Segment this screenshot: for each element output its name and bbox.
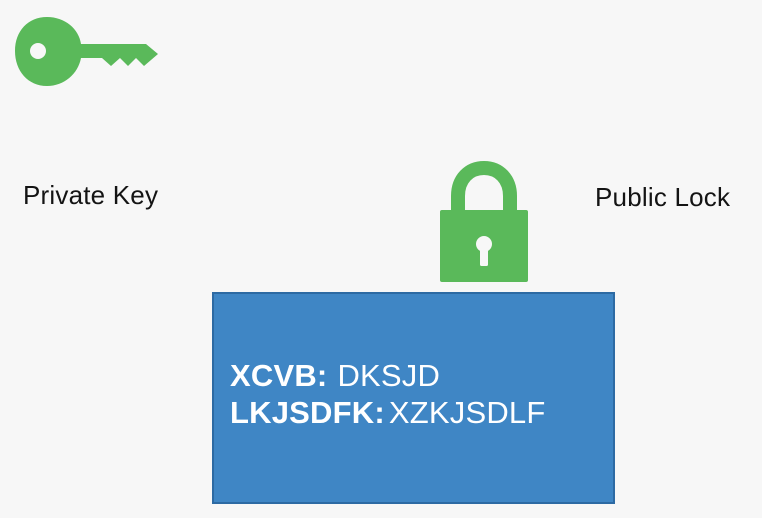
public-lock-label: Public Lock [595,182,731,212]
message-value: XZKJSDLF [388,394,546,430]
lock-icon [440,160,528,282]
message-line: LKJSDFK:XZKJSDLF [230,395,546,432]
private-key-label: Private Key [23,180,159,210]
message-lines: XCVB: DKSJD LKJSDFK:XZKJSDLF [230,358,546,431]
message-value: DKSJD [337,358,441,393]
message-line: XCVB: DKSJD [230,358,546,395]
key-icon [15,17,158,86]
encrypted-message-box: XCVB: DKSJD LKJSDFK:XZKJSDLF [212,292,615,504]
message-key: XCVB: [230,358,328,393]
message-key: LKJSDFK: [230,394,385,430]
